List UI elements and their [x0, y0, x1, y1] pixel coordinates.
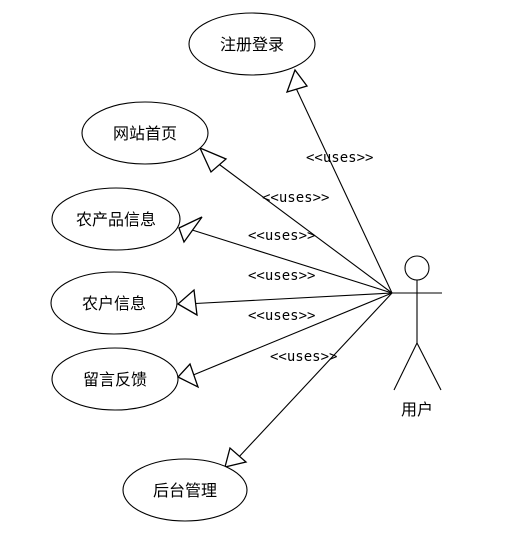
use-case-register-login[interactable]: 注册登录: [188, 12, 316, 76]
arrowhead-homepage: [198, 146, 228, 174]
uses-label-product-info: <<uses>>: [248, 228, 315, 244]
uses-label-farmer-info: <<uses>>: [248, 268, 315, 284]
uses-label-feedback: <<uses>>: [248, 308, 315, 324]
use-case-label: 注册登录: [220, 35, 284, 54]
association-line-admin: [236, 292, 393, 460]
association-line-register-login: [294, 85, 393, 294]
use-case-label: 留言反馈: [83, 370, 147, 389]
use-case-product-info[interactable]: 农产品信息: [51, 187, 181, 251]
use-case-admin[interactable]: 后台管理: [122, 458, 248, 522]
actor-label: 用户: [401, 400, 433, 419]
uses-label-admin: <<uses>>: [270, 349, 337, 365]
uses-label-homepage: <<uses>>: [262, 190, 329, 206]
actor-user[interactable]: 用户: [392, 255, 442, 419]
use-case-label: 网站首页: [113, 124, 177, 143]
use-case-label: 农产品信息: [76, 210, 156, 229]
actor-right-leg: [416, 342, 442, 391]
arrowhead-product-info: [178, 216, 203, 244]
arrowhead-admin: [224, 446, 248, 468]
association-line-product-info: [188, 228, 393, 294]
arrowhead-register-login: [285, 68, 309, 93]
use-case-label: 农户信息: [82, 294, 146, 313]
use-case-feedback[interactable]: 留言反馈: [51, 347, 179, 411]
use-case-farmer-info[interactable]: 农户信息: [50, 271, 178, 335]
arrowhead-farmer-info: [176, 288, 198, 317]
association-line-farmer-info: [185, 292, 393, 305]
association-line-homepage: [211, 158, 393, 294]
use-case-homepage[interactable]: 网站首页: [81, 101, 209, 165]
association-line-feedback: [185, 292, 393, 379]
actor-head: [404, 255, 430, 281]
use-case-label: 后台管理: [153, 481, 217, 500]
uses-label-register-login: <<uses>>: [306, 150, 373, 166]
actor-left-leg: [393, 342, 418, 391]
arrowhead-feedback: [176, 362, 200, 389]
